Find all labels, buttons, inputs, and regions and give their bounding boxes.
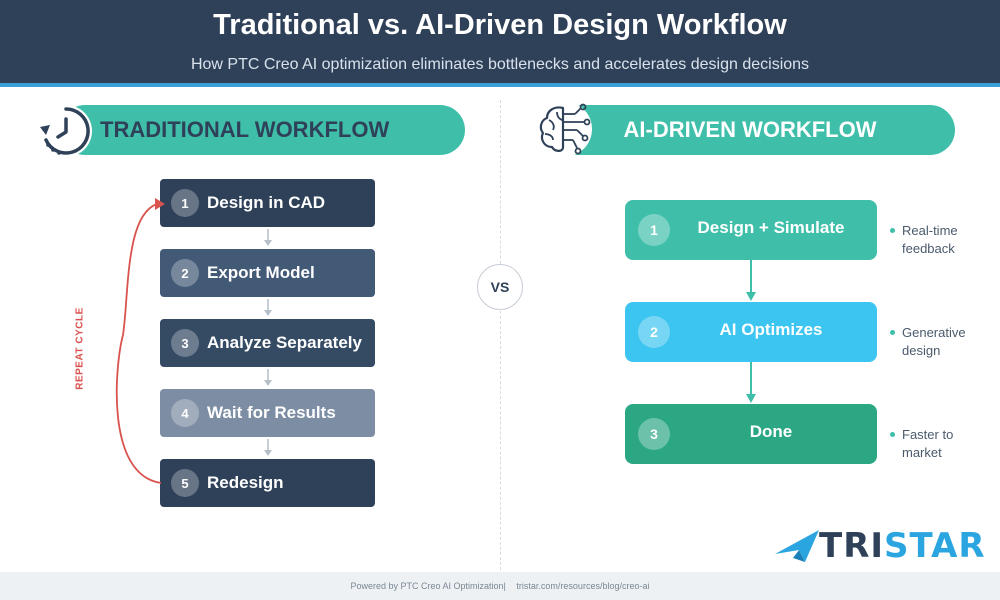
traditional-step-3: 3 Analyze Separately (160, 319, 375, 367)
ai-step-1-note: Real-time feedback (890, 222, 990, 258)
bullet-dot (890, 432, 895, 437)
step-number: 2 (171, 259, 199, 287)
traditional-step-1: 1 Design in CAD (160, 179, 375, 227)
down-arrow-icon (746, 362, 756, 403)
vs-badge: VS (477, 264, 523, 310)
traditional-step-5: 5 Redesign (160, 459, 375, 507)
step-label: Design in CAD (207, 193, 326, 212)
ai-step-3: 3 Done (625, 404, 877, 464)
step-number: 3 (171, 329, 199, 357)
step-number: 2 (638, 316, 670, 348)
tristar-logo-mark-icon (775, 530, 819, 562)
repeat-cycle-arrow-icon (115, 198, 165, 484)
bullet-dot (890, 228, 895, 233)
note-text: Faster to market (902, 427, 954, 460)
step-number: 5 (171, 469, 199, 497)
step-label: AI Optimizes (719, 320, 823, 339)
note-text: Generative design (902, 325, 966, 358)
footer-url: tristar.com/resources/blog/creo-ai (516, 581, 650, 591)
center-divider (500, 100, 501, 570)
ai-heading: AI-DRIVEN WORKFLOW (545, 105, 955, 155)
logo-text-part2: STAR (884, 526, 986, 566)
step-label: Wait for Results (207, 403, 336, 422)
page-subtitle: How PTC Creo AI optimization eliminates … (190, 56, 810, 73)
step-number: 1 (638, 214, 670, 246)
step-number: 3 (638, 418, 670, 450)
header: Traditional vs. AI-Driven Design Workflo… (0, 0, 1000, 87)
step-label: Redesign (207, 473, 284, 492)
bullet-dot (890, 330, 895, 335)
step-label: Export Model (207, 263, 315, 282)
ai-step-2: 2 AI Optimizes (625, 302, 877, 362)
note-text: Real-time feedback (902, 223, 958, 256)
ai-brain-icon (536, 101, 592, 157)
down-arrow-icon (264, 369, 272, 386)
ai-heading-label: AI-DRIVEN WORKFLOW (623, 117, 877, 142)
traditional-heading: TRADITIONAL WORKFLOW (60, 105, 465, 155)
step-number: 4 (171, 399, 199, 427)
traditional-heading-label: TRADITIONAL WORKFLOW (100, 117, 390, 142)
footer-powered-by: Powered by PTC Creo AI Optimization| (350, 581, 506, 591)
step-label: Analyze Separately (207, 333, 362, 352)
step-label: Done (749, 422, 793, 441)
ai-step-2-note: Generative design (890, 324, 990, 360)
ai-step-3-note: Faster to market (890, 426, 990, 462)
down-arrow-icon (264, 299, 272, 316)
down-arrow-icon (264, 439, 272, 456)
footer: Powered by PTC Creo AI Optimization| tri… (0, 572, 1000, 600)
step-label: Design + Simulate (697, 218, 845, 237)
tristar-logo: TRISTAR (775, 525, 995, 567)
step-number: 1 (171, 189, 199, 217)
repeat-cycle-label: REPEAT CYCLE (74, 307, 86, 390)
logo-text-part1: TRI (819, 526, 885, 566)
traditional-step-4: 4 Wait for Results (160, 389, 375, 437)
down-arrow-icon (746, 260, 756, 301)
traditional-step-2: 2 Export Model (160, 249, 375, 297)
tristar-logo-text: TRISTAR (819, 526, 986, 566)
clock-history-icon (40, 105, 92, 157)
page-title: Traditional vs. AI-Driven Design Workflo… (213, 9, 787, 41)
down-arrow-icon (264, 229, 272, 246)
ai-step-1: 1 Design + Simulate (625, 200, 877, 260)
